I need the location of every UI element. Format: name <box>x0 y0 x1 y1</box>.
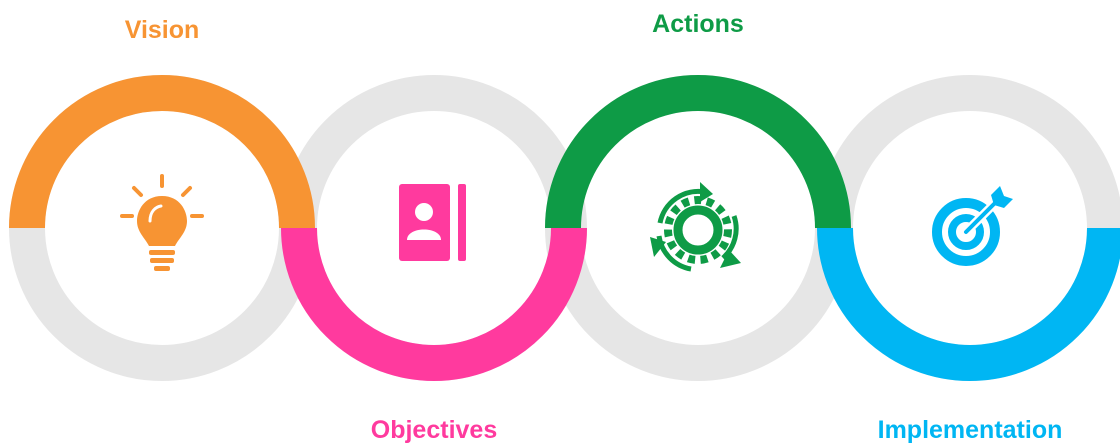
gear-cycle-icon <box>650 182 741 272</box>
contact-book-icon <box>399 184 466 261</box>
arc-vision <box>9 75 315 229</box>
arc-objectives <box>281 227 587 381</box>
target-arrow-icon <box>932 186 1013 266</box>
arc-actions <box>545 75 851 229</box>
label-implementation: Implementation <box>877 416 1063 444</box>
label-vision: Vision <box>124 16 200 44</box>
lightbulb-icon <box>120 174 204 271</box>
arc-implementation <box>817 227 1120 381</box>
label-objectives: Objectives <box>370 416 498 444</box>
label-actions: Actions <box>652 10 744 38</box>
colored-arcs <box>9 75 1120 381</box>
